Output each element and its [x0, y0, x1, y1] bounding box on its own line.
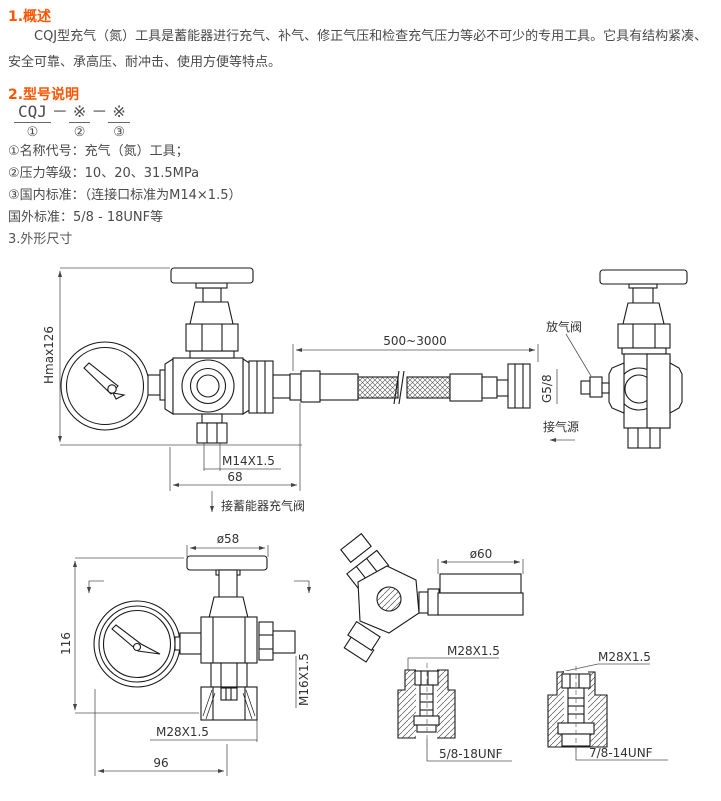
model-heading: 2.型号说明 [8, 87, 80, 103]
dim-dia60-label: ø60 [470, 547, 493, 561]
dim-68-label: 68 [227, 470, 242, 484]
model-code: CQJ ① － ※ ② － ※ ③ [14, 103, 130, 140]
model-item: ③国内标准：（连接口标准为M14×1.5） [8, 188, 242, 203]
valve-side-view [580, 269, 688, 449]
charging-tool-second-view [93, 555, 296, 721]
dim-m28-mid-label: M28X1.5 [447, 644, 500, 658]
dim-unf58-label: 5/8-18UNF [439, 747, 503, 761]
dim-unf78-label: 7/8-14UNF [589, 746, 653, 760]
model-item-list: ①名称代号：充气（氮）工具； ②压力等级：10、20、31.5MPa ③国内标准… [8, 141, 241, 229]
dim-m28-left-label: M28X1.5 [156, 725, 209, 739]
outline-drawing: Hmax126 500~3000 放气阀 G5/8 接气源 M14X1.5 68… [0, 246, 721, 801]
model-code-dash: － [91, 102, 108, 121]
cylinder [437, 573, 524, 616]
pressure-gauge [93, 600, 181, 688]
dim-m16-label: M16X1.5 [297, 653, 311, 706]
model-code-seg2: ※ ② [68, 103, 91, 140]
charging-tool-front-view [60, 267, 531, 444]
outline-heading: 3.外形尺寸 [8, 232, 73, 247]
dim-116-label: 116 [59, 632, 73, 655]
technical-drawing: Hmax126 500~3000 放气阀 G5/8 接气源 M14X1.5 68… [42, 267, 688, 776]
valve-angled-view [340, 532, 524, 663]
model-code-seg3: ※ ③ [108, 103, 130, 140]
dim-dia58-label: ø58 [217, 532, 240, 546]
g58-label: G5/8 [540, 374, 554, 403]
dim-hose-length-label: 500~3000 [383, 334, 447, 348]
bleed-valve-label: 放气阀 [546, 319, 582, 334]
gas-source-label: 接气源 [543, 419, 579, 434]
drawing-labels: Hmax126 500~3000 放气阀 G5/8 接气源 M14X1.5 68… [42, 319, 653, 770]
model-item: ②压力等级：10、20、31.5MPa [8, 166, 200, 181]
adapter-unf78 [547, 666, 608, 750]
t-handle [186, 555, 268, 571]
dimension-lines [57, 267, 668, 776]
model-item: 国外标准：5/8 - 18UNF等 [8, 210, 164, 225]
dim-m28-right-label: M28X1.5 [598, 650, 651, 664]
t-handle [599, 269, 688, 285]
dim-m14-label: M14X1.5 [222, 454, 275, 468]
accumulator-valve-label: 接蓄能器充气阀 [221, 498, 305, 513]
pressure-gauge [60, 341, 150, 431]
swivel-nut [200, 686, 258, 721]
dim-96-label: 96 [153, 756, 168, 770]
overview-heading: 1.概述 [8, 9, 52, 25]
dim-hmax-label: Hmax126 [42, 326, 56, 384]
bleed-valve [580, 376, 610, 398]
overview-paragraph: CQJ型充气（氮）工具是蓄能器进行充气、补气、修正气压和检查充气压力等必不可少的… [8, 29, 708, 70]
charging-hose [289, 363, 531, 409]
model-code-seg1: CQJ ① [14, 103, 51, 140]
model-item: ①名称代号：充气（氮）工具； [8, 144, 189, 159]
model-code-dash: － [51, 102, 68, 121]
t-handle [170, 267, 254, 284]
adapter-unf58 [397, 663, 456, 747]
